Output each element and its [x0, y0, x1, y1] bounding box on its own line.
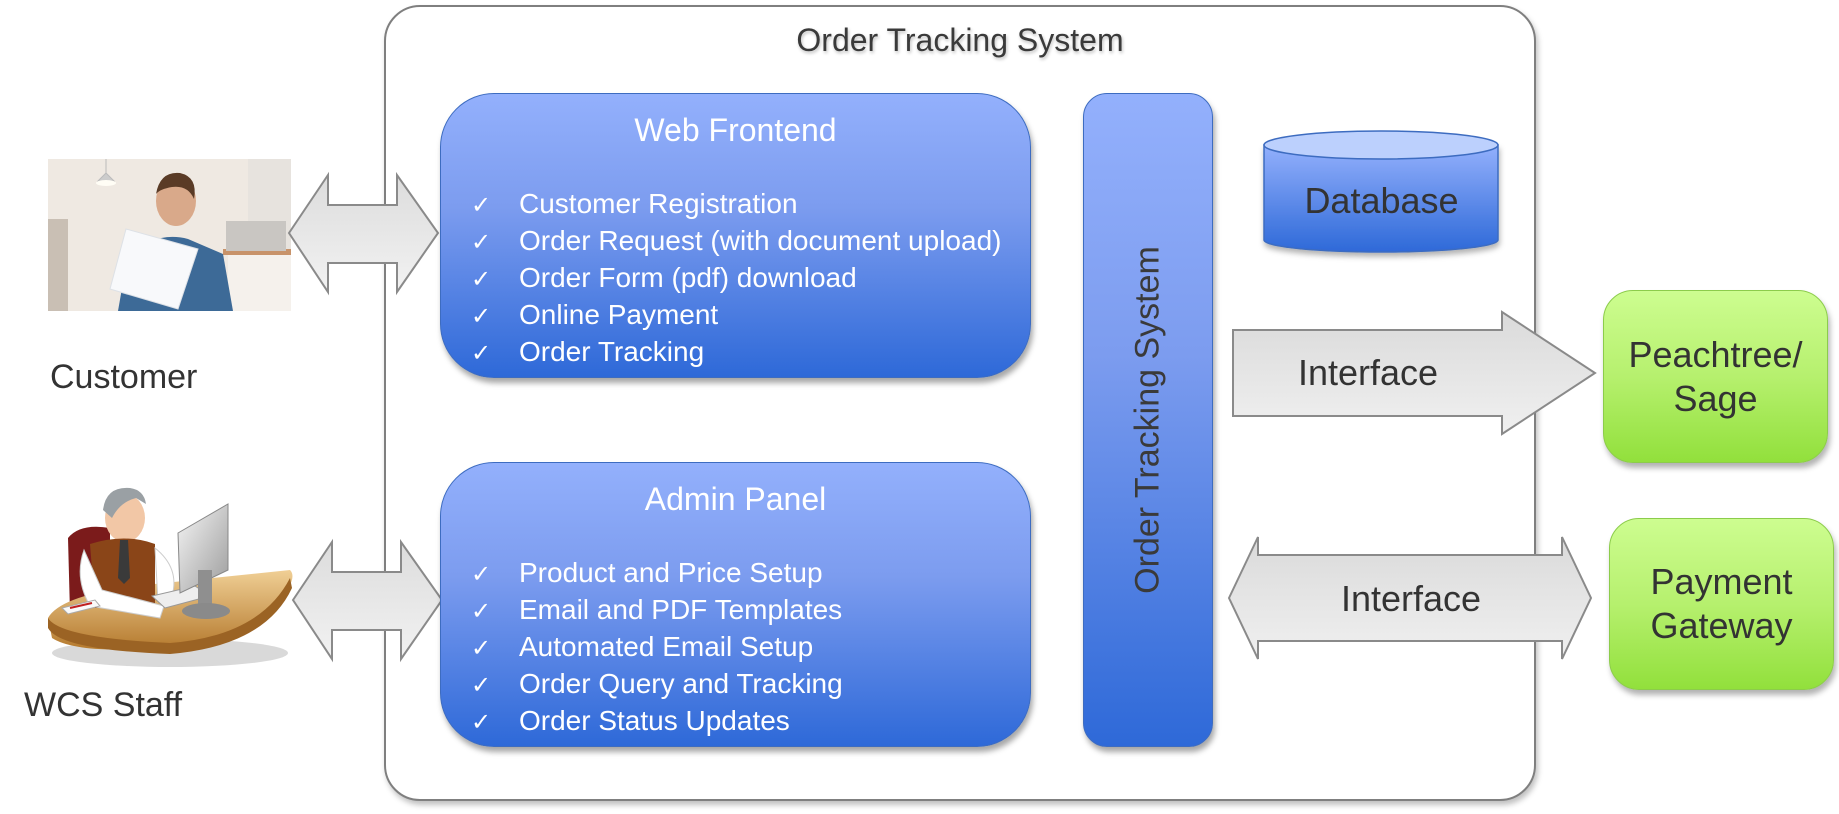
feature-item: ✓ Order Form (pdf) download	[471, 260, 1001, 297]
feature-item: ✓ Online Payment	[471, 297, 1001, 334]
feature-label: Order Status Updates	[519, 705, 790, 736]
feature-label: Order Tracking	[519, 336, 705, 367]
feature-item: ✓ Automated Email Setup	[471, 629, 843, 666]
staff-double-arrow	[291, 538, 444, 663]
feature-item: ✓ Order Request (with document upload)	[471, 223, 1001, 260]
feature-label: Email and PDF Templates	[519, 594, 843, 625]
feature-label: Order Form (pdf) download	[519, 262, 857, 293]
web-frontend-feature-list: ✓ Customer Registration ✓ Order Request (w…	[471, 186, 1001, 371]
check-icon: ✓	[471, 303, 492, 330]
check-icon: ✓	[471, 635, 492, 662]
web-frontend-title: Web Frontend	[634, 112, 837, 148]
feature-label: Automated Email Setup	[519, 631, 814, 662]
external-system-label: Peachtree/	[1628, 333, 1803, 375]
customer-label: Customer	[50, 358, 198, 396]
order-tracking-core-bar: Order Tracking System	[1083, 93, 1213, 747]
feature-item: ✓ Email and PDF Templates	[471, 592, 843, 629]
check-icon: ✓	[471, 192, 492, 219]
interface-arrow-bidirectional	[1227, 536, 1593, 660]
feature-label: Order Request (with document upload)	[519, 225, 1002, 256]
customer-photo	[48, 159, 291, 311]
staff-label: WCS Staff	[24, 686, 183, 724]
feature-item: ✓ Product and Price Setup	[471, 555, 843, 592]
feature-label: Online Payment	[519, 299, 719, 330]
core-bar-label: Order Tracking System	[1128, 246, 1167, 594]
check-icon: ✓	[471, 266, 492, 293]
feature-item: ✓ Order Status Updates	[471, 703, 843, 740]
feature-item: ✓ Customer Registration	[471, 186, 1001, 223]
database-cylinder-icon	[1263, 130, 1499, 253]
check-icon: ✓	[471, 598, 492, 625]
check-icon: ✓	[471, 340, 492, 367]
system-title: Order Tracking System	[796, 22, 1124, 58]
staff-at-desk-icon	[40, 478, 302, 674]
external-system-label: Payment	[1650, 561, 1793, 602]
feature-label: Product and Price Setup	[519, 557, 823, 588]
interface-arrow-right	[1232, 310, 1597, 436]
interface-label: Interface	[1340, 578, 1482, 619]
check-icon: ✓	[471, 229, 492, 256]
admin-panel: Admin Panel ✓ Product and Price Setup ✓ Em…	[440, 462, 1031, 747]
external-system-label: Sage	[1673, 377, 1758, 419]
check-icon: ✓	[471, 709, 492, 736]
interface-label: Interface	[1297, 352, 1439, 393]
check-icon: ✓	[471, 561, 492, 588]
feature-label: Customer Registration	[519, 188, 798, 219]
feature-label: Order Query and Tracking	[519, 668, 843, 699]
feature-item: ✓ Order Tracking	[471, 334, 1001, 371]
external-system-label: Gateway	[1650, 605, 1793, 646]
feature-item: ✓ Order Query and Tracking	[471, 666, 843, 703]
customer-double-arrow	[287, 171, 440, 296]
peachtree-sage-box: Peachtree/Sage	[1603, 290, 1828, 463]
check-icon: ✓	[471, 672, 492, 699]
admin-panel-feature-list: ✓ Product and Price Setup ✓ Email and PDF …	[471, 555, 843, 740]
admin-panel-title: Admin Panel	[644, 481, 827, 517]
web-frontend-panel: Web Frontend ✓ Customer Registration ✓ Ord…	[440, 93, 1031, 378]
database-label: Database	[1304, 180, 1459, 221]
